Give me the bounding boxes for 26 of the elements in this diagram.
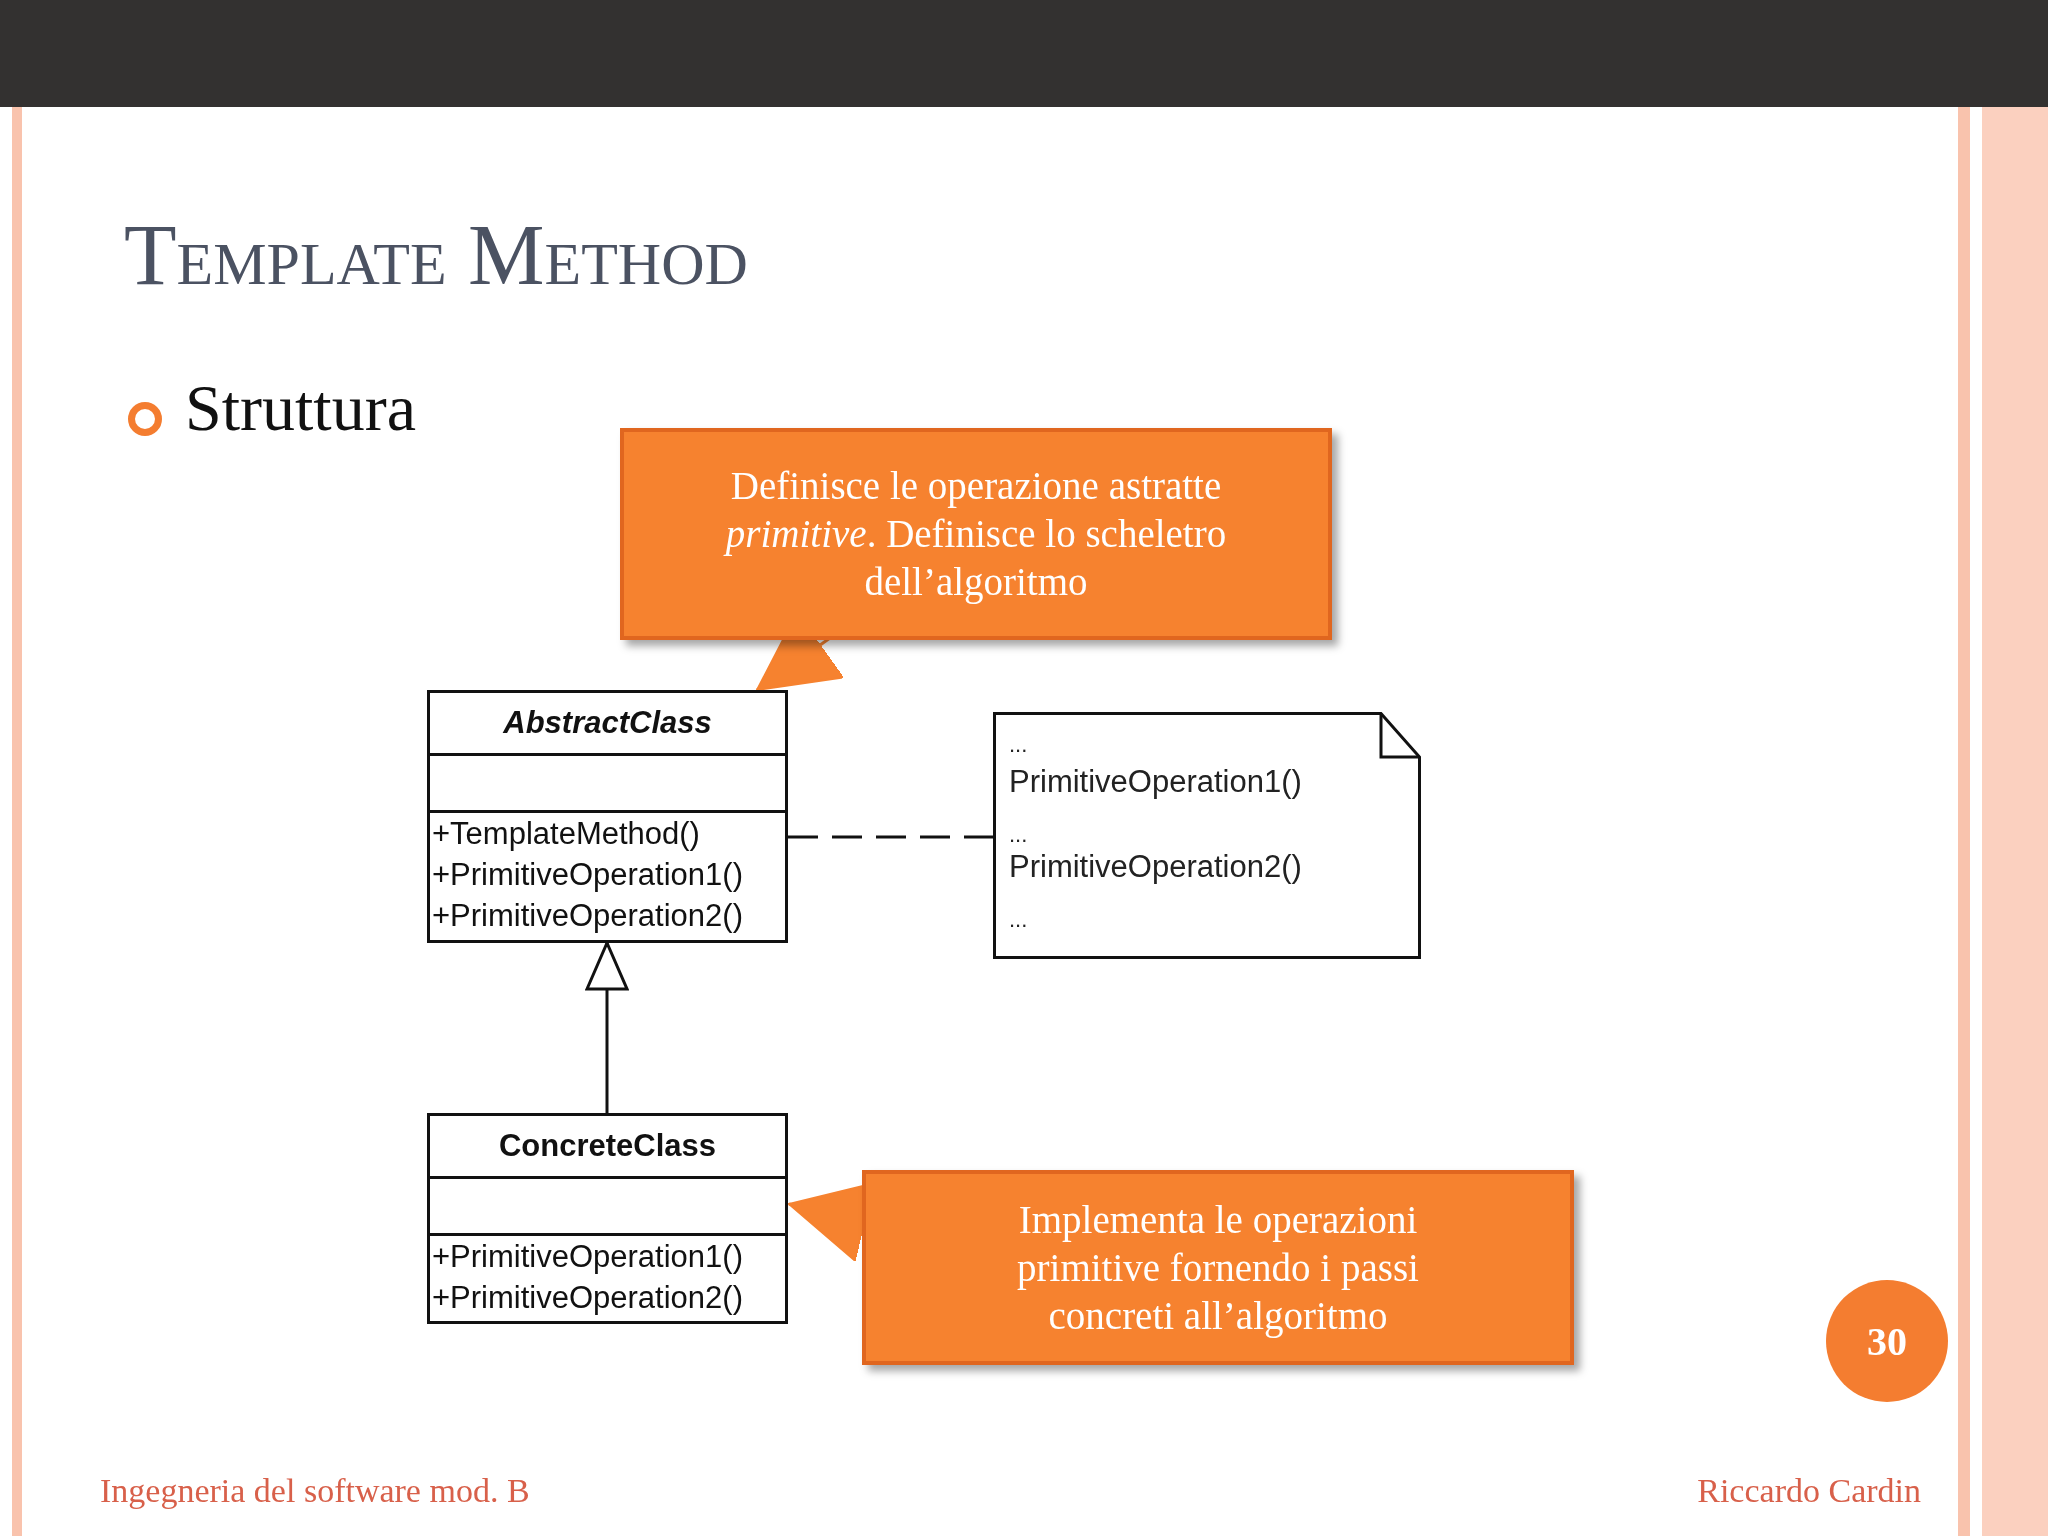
- method-text: +PrimitiveOperation1(): [431, 856, 744, 894]
- page-number: 30: [1826, 1280, 1948, 1402]
- slide-title: Template Method: [124, 206, 748, 305]
- method-text: +PrimitiveOperation2(): [431, 1279, 744, 1317]
- class-name: AbstractClass: [503, 705, 712, 741]
- method-text: PrimitiveOperation1(): [1009, 764, 1302, 800]
- dashed-line: [788, 835, 993, 839]
- callout-text: Definisce le operazione astratte primitive. Definisce lo scheletro dell’algoritmo: [722, 463, 1228, 606]
- class-name: ConcreteClass: [498, 1128, 717, 1164]
- class-box: [427, 1113, 788, 1324]
- footer-text: Riccardo Cardin: [1697, 1472, 1921, 1510]
- method-text: PrimitiveOperation2(): [1009, 849, 1302, 885]
- footer-text: Ingegneria del software mod. B: [100, 1472, 530, 1510]
- note-box: [993, 712, 1421, 959]
- bullet-text: Struttura: [185, 370, 416, 446]
- ellipsis-text: ...: [1009, 822, 1028, 848]
- inheritance-arrow: [585, 941, 629, 1113]
- callout-box: [862, 1170, 1574, 1365]
- callout-box: [620, 428, 1332, 640]
- method-text: +PrimitiveOperation1(): [431, 1238, 744, 1276]
- method-text: +PrimitiveOperation2(): [431, 897, 744, 935]
- ellipsis-text: ...: [1009, 732, 1028, 758]
- class-box: [427, 690, 788, 943]
- ellipsis-text: ...: [1009, 907, 1028, 933]
- method-text: +TemplateMethod(): [431, 815, 701, 853]
- callout-text: Implementa le operazioni primitive fornendo i passi concreti all’algoritmo: [1016, 1196, 1420, 1340]
